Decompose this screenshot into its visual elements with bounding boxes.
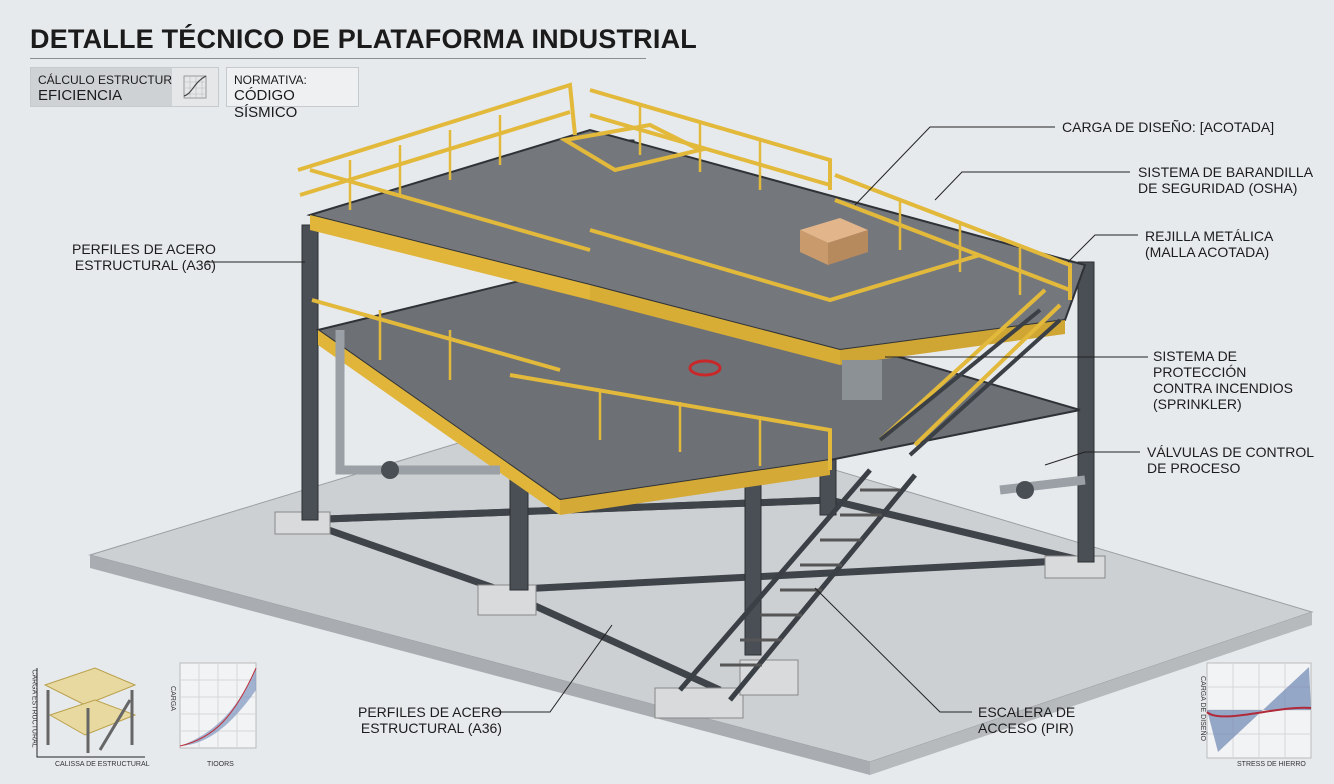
callout-text: DE SEGURIDAD (OSHA) xyxy=(1138,180,1298,196)
calc-value: EFICIENCIA xyxy=(38,87,123,104)
callout-text: (SPRINKLER) xyxy=(1153,396,1242,412)
callout-grating: REJILLA METÁLICA(MALLA ACOTADA) xyxy=(1145,228,1273,260)
callout-leaders xyxy=(205,126,1148,713)
access-stairs xyxy=(678,468,917,702)
curve-xlabel: TIOORS xyxy=(207,761,234,768)
stress-thumbnail xyxy=(1206,662,1312,759)
chart-icon xyxy=(172,68,218,106)
norm-value: CÓDIGO SÍSMICO xyxy=(234,87,298,121)
model-ylabel: CARGA ESTRUCTURAL xyxy=(30,669,38,748)
stress-xlabel: STRESS DE HIERRO xyxy=(1237,761,1306,768)
callout-text: PERFILES DE ACERO xyxy=(358,704,502,720)
valve xyxy=(381,461,399,479)
callout-text: ESCALERA DE xyxy=(978,704,1076,720)
title-divider xyxy=(30,58,646,59)
fire-hose xyxy=(688,359,722,377)
curve-ylabel: CARGA xyxy=(168,686,176,711)
calc-label: CÁLCULO ESTRUCTURAL: xyxy=(38,73,191,87)
callout-text: CARGA DE DISEÑO: [ACOTADA] xyxy=(1062,119,1275,135)
callout-load: CARGA DE DISEÑO: [ACOTADA] xyxy=(1062,119,1274,135)
calc-info-box: CÁLCULO ESTRUCTURAL: EFICIENCIA xyxy=(30,67,219,107)
callout-text: ESTRUCTURAL (A36) xyxy=(74,257,216,273)
norm-label: NORMATIVA: xyxy=(234,73,307,87)
page-title: DETALLE TÉCNICO DE PLATAFORMA INDUSTRIAL xyxy=(30,24,697,54)
callout-text: ESTRUCTURAL (A36) xyxy=(360,720,502,736)
process-piping xyxy=(335,330,1086,495)
callout-text: PERFILES DE ACERO xyxy=(72,241,216,257)
stress-ylabel: CARGA DE DISEÑO xyxy=(1198,676,1206,741)
callout-text: ACCESO (PIR) xyxy=(978,720,1074,736)
callout-text: VÁLVULAS DE CONTROL xyxy=(1147,444,1315,460)
callout-text: (MALLA ACOTADA) xyxy=(1145,244,1270,260)
curve-thumbnail xyxy=(179,662,257,749)
model-xlabel: CALISSA DE ESTRUCTURAL xyxy=(55,761,150,768)
sprinkler-unit xyxy=(842,360,882,400)
callout-text: SISTEMA DE PROTECCIÓN xyxy=(1153,348,1247,380)
callout-text: CONTRA INCENDIOS xyxy=(1153,380,1294,396)
safety-railings xyxy=(297,82,1072,470)
callout-text: SISTEMA DE BARANDILLA xyxy=(1138,164,1314,180)
model-thumbnail xyxy=(36,667,145,758)
callout-text: DE PROCESO xyxy=(1147,460,1241,476)
design-load-crate xyxy=(800,218,868,265)
valve xyxy=(1016,481,1034,499)
norm-info-box: NORMATIVA: CÓDIGO SÍSMICO xyxy=(226,67,359,121)
callout-text: REJILLA METÁLICA xyxy=(1145,228,1274,244)
